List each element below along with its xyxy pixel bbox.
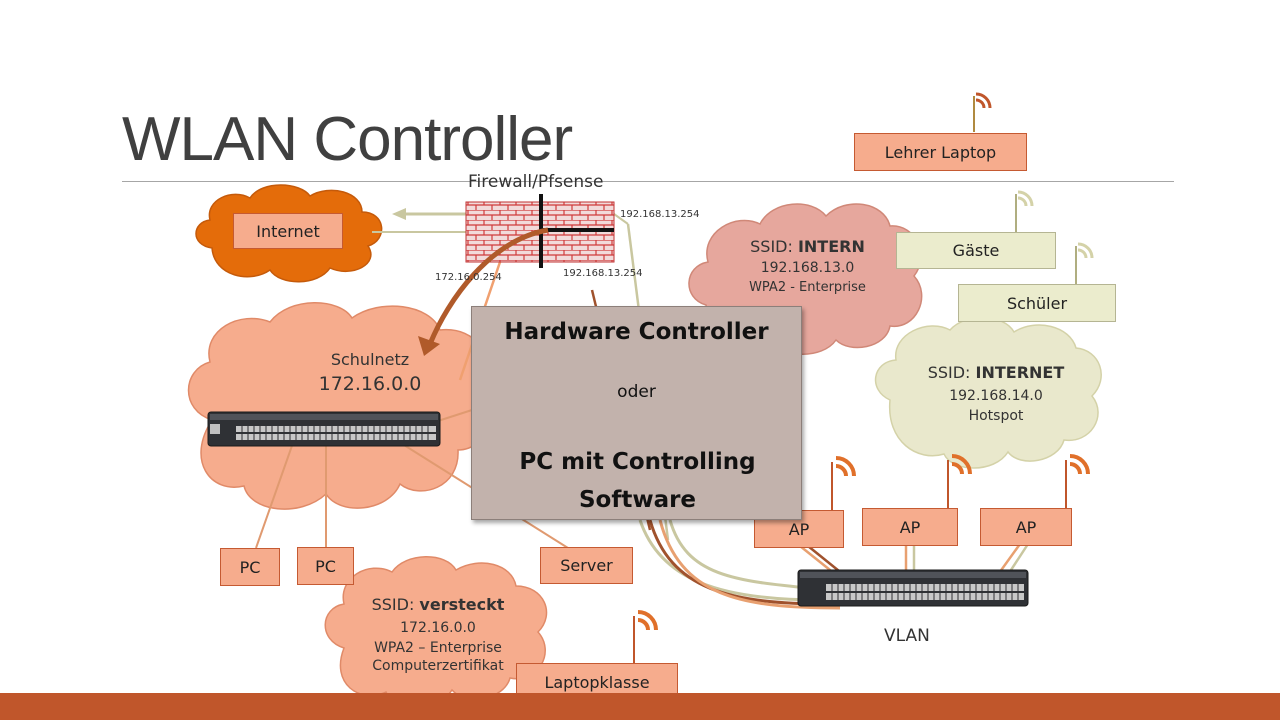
ssid-versteckt-name: versteckt: [419, 595, 505, 614]
link-switch-pc1: [255, 439, 295, 549]
ssid-internet-text: SSID: INTERNET 192.168.14.0 Hotspot: [906, 363, 1086, 424]
controller-or: oder: [617, 382, 656, 402]
ssid-internet-name: INTERNET: [975, 363, 1065, 382]
ssid-internet-net: 192.168.14.0: [949, 388, 1043, 404]
server-box: Server: [540, 547, 633, 584]
route-arrow-fw-schulnetz: [427, 227, 549, 345]
ip-fw-bottom-right: 192.168.13.254: [563, 268, 643, 279]
ssid-intern-net: 192.168.13.0: [760, 260, 855, 276]
ssid-versteckt-security: WPA2 – Enterprise: [374, 640, 502, 656]
gaeste-box: Gäste: [896, 232, 1056, 269]
ssid-intern-prefix: SSID:: [750, 237, 798, 256]
ip-fw-bottom-left: 172.16.0.254: [435, 272, 502, 283]
route-arrowhead: [418, 336, 440, 356]
schulnetz-network: 172.16.0.0: [318, 373, 422, 395]
vlan-switch-icon: [797, 569, 1029, 607]
controller-alternative: PC mit Controlling Software: [519, 449, 756, 513]
wifi-signal-icon-gaeste: [1015, 190, 1034, 232]
ssid-versteckt-prefix: SSID:: [371, 595, 420, 614]
wifi-signal-icon-lehrer: [973, 92, 992, 132]
schulnetz-name: Schulnetz: [330, 350, 410, 369]
schulnetz-label: Schulnetz 172.16.0.0: [300, 350, 440, 395]
controller-box: Hardware Controller oder PC mit Controll…: [471, 306, 802, 520]
schueler-box: Schüler: [958, 284, 1116, 322]
ap-box-2: AP: [862, 508, 958, 546]
pc-box-1: PC: [220, 548, 280, 586]
link-fw-right-top: [613, 213, 629, 225]
ap-box-3: AP: [980, 508, 1072, 546]
ssid-intern-name: INTERN: [797, 237, 865, 256]
page-title: WLAN Controller: [122, 105, 573, 174]
wifi-signal-icon-schueler: [1075, 242, 1094, 284]
schulnetz-switch-icon: [207, 411, 441, 447]
wifi-signal-icon-ap3: [1065, 454, 1090, 510]
ssid-internet-prefix: SSID:: [927, 363, 976, 382]
wifi-signal-icon-laptopklasse: [633, 610, 658, 664]
ssid-intern-text: SSID: INTERN 192.168.13.0 WPA2 - Enterpr…: [720, 237, 895, 295]
link-fw-internet-arrow: [392, 208, 406, 220]
wifi-signal-icon-ap2: [947, 454, 972, 510]
controller-title: Hardware Controller: [504, 319, 769, 345]
vlan-label: VLAN: [884, 626, 930, 646]
title-divider: [122, 181, 1174, 182]
ssid-intern-security: WPA2 - Enterprise: [749, 280, 866, 295]
pc-box-2: PC: [297, 547, 354, 585]
schulnetz-cloud: [187, 302, 492, 510]
firewall-label: Firewall/Pfsense: [468, 172, 604, 192]
ip-fw-top-right: 192.168.13.254: [620, 209, 700, 220]
footer-bar: [0, 693, 1280, 720]
wifi-signal-icon-ap1: [831, 456, 856, 512]
vlan-cable-3: [658, 519, 841, 610]
internet-box: Internet: [233, 213, 343, 249]
internet-ssid-cloud: [874, 316, 1102, 469]
lehrer-laptop-box: Lehrer Laptop: [854, 133, 1027, 171]
ssid-internet-security: Hotspot: [968, 408, 1024, 424]
ssid-versteckt-text: SSID: versteckt 172.16.0.0 WPA2 – Enterp…: [348, 595, 528, 674]
ssid-versteckt-net: 172.16.0.0: [400, 620, 476, 636]
ssid-versteckt-extra: Computerzertifikat: [372, 658, 504, 674]
